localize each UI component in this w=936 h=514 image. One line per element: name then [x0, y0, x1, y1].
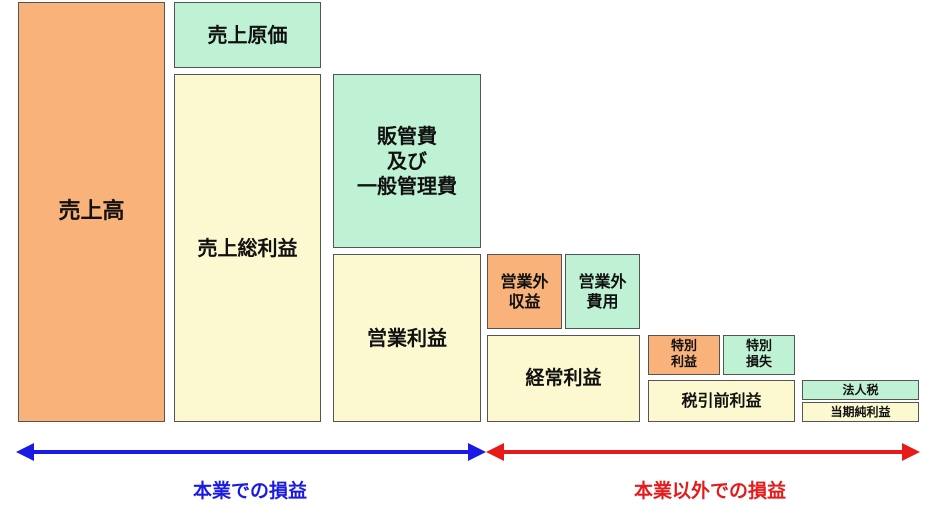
extraordinary-loss-label: 特別 損失 [745, 338, 772, 370]
cost-of-sales-block: 売上原価 [174, 2, 321, 68]
operating-income-block: 営業利益 [333, 254, 481, 422]
extraordinary-income-label: 特別 利益 [670, 338, 697, 370]
non-operating-expenses-label: 営業外 費用 [578, 271, 627, 311]
net-income-label: 当期純利益 [830, 404, 891, 419]
ordinary-income-label: 経常利益 [525, 366, 602, 389]
gross-profit-label: 売上総利益 [197, 235, 298, 260]
sga-label: 販管費 及び 一般管理費 [357, 123, 457, 198]
non-operating-income-block: 営業外 収益 [487, 254, 562, 329]
net-income-block: 当期純利益 [802, 402, 919, 422]
corporate-tax-label: 法人税 [842, 382, 879, 397]
sga-block: 販管費 及び 一般管理費 [333, 74, 481, 248]
operating-income-label: 営業利益 [367, 325, 447, 350]
core-section-label: 本業での損益 [192, 480, 307, 502]
extraordinary-loss-block: 特別 損失 [723, 335, 795, 375]
non-core-section-label: 本業以外での損益 [633, 480, 786, 502]
corporate-tax-block: 法人税 [802, 380, 919, 400]
sales-label: 売上高 [58, 199, 125, 225]
pretax-income-label: 税引前利益 [681, 391, 762, 410]
ordinary-income-block: 経常利益 [487, 335, 640, 422]
gross-profit-block: 売上総利益 [174, 74, 321, 422]
non-core-range-arrow [486, 443, 920, 461]
core-range-arrow [16, 443, 486, 461]
non-operating-expenses-block: 営業外 費用 [565, 254, 640, 329]
sales-block: 売上高 [18, 2, 165, 422]
extraordinary-income-block: 特別 利益 [648, 335, 720, 375]
pretax-income-block: 税引前利益 [648, 380, 795, 422]
cost-of-sales-label: 売上原価 [207, 22, 288, 47]
non-operating-income-label: 営業外 収益 [500, 271, 549, 311]
